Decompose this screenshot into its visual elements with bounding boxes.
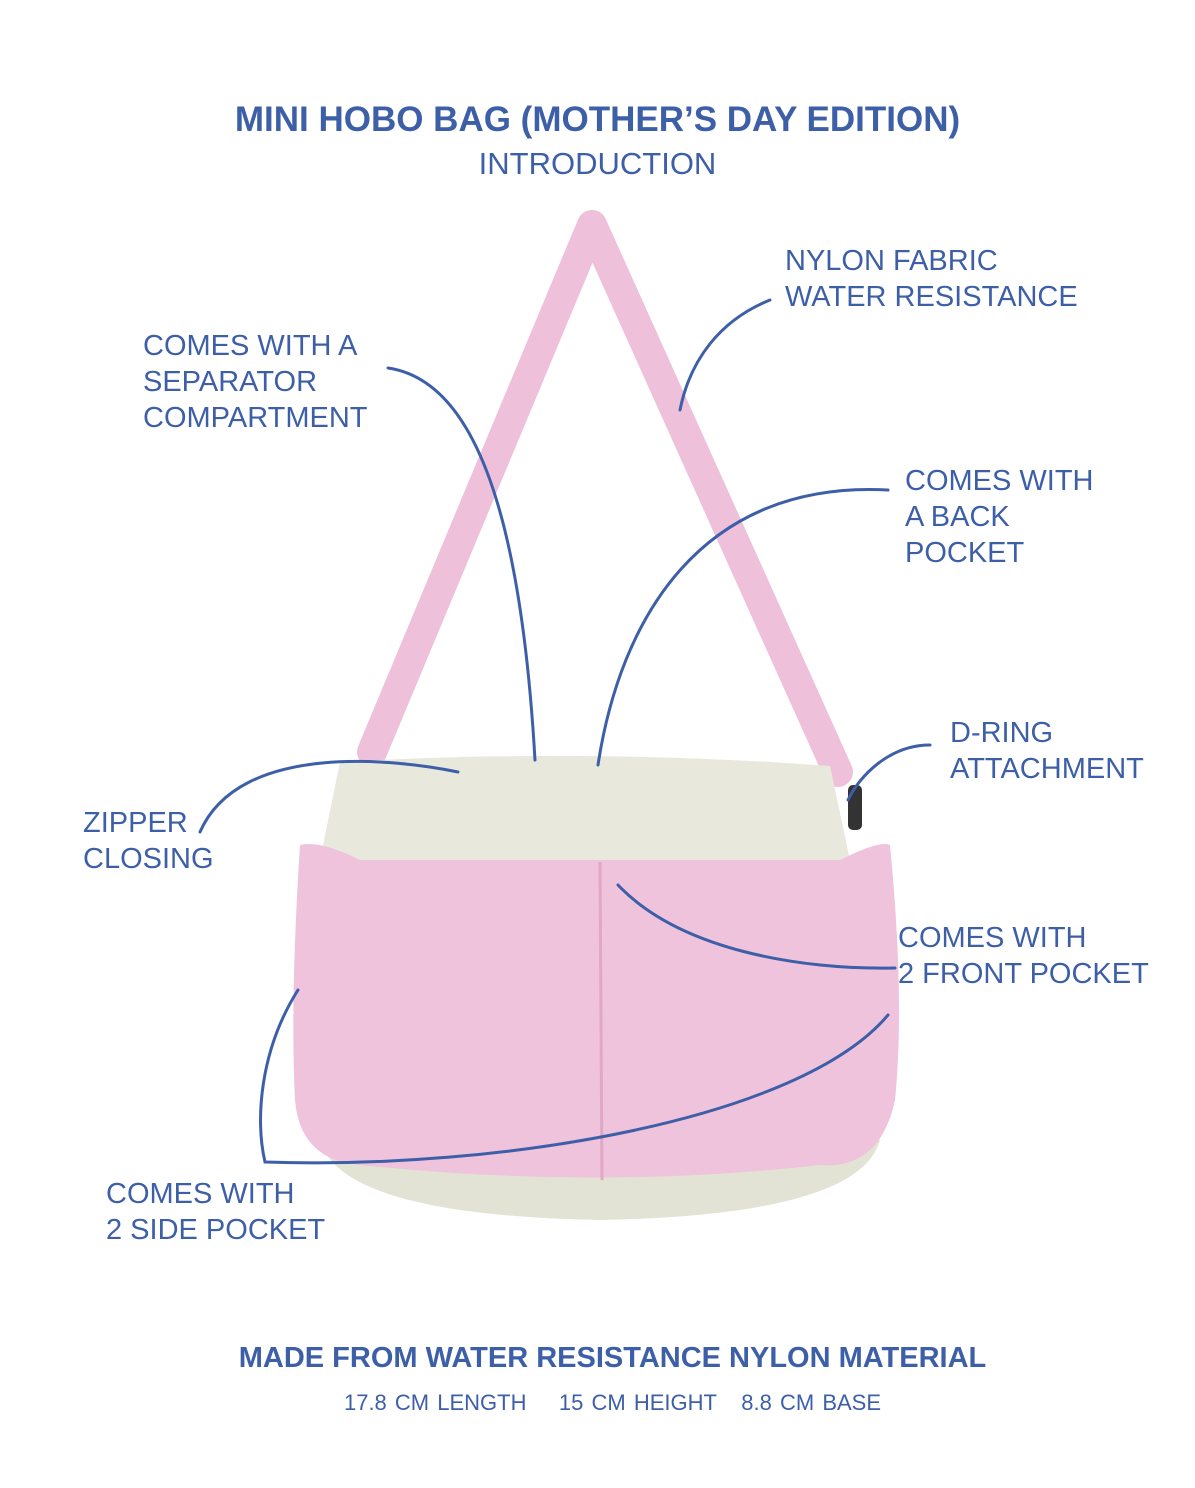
callout-line: CLOSING bbox=[83, 843, 214, 875]
callout-side-pocket: COMES WITH 2 SIDE POCKET bbox=[106, 1176, 325, 1248]
callout-line: 2 FRONT POCKET bbox=[898, 958, 1149, 990]
callout-line: SEPARATOR bbox=[143, 366, 318, 398]
callout-line: 2 SIDE POCKET bbox=[106, 1214, 326, 1246]
callout-line: ZIPPER bbox=[83, 807, 188, 839]
dimension-length: 17.8 CM LENGTH bbox=[343, 1390, 527, 1415]
material-statement: MADE FROM WATER RESISTANCE NYLON MATERIA… bbox=[238, 1342, 987, 1374]
product-title: MINI HOBO BAG (MOTHER’S DAY EDITION) bbox=[234, 100, 961, 139]
product-subtitle: INTRODUCTION bbox=[478, 146, 717, 181]
bag-pocket-body bbox=[293, 844, 899, 1178]
leader-separator bbox=[386, 366, 537, 762]
callout-line: COMES WITH A bbox=[143, 330, 358, 362]
dimension-base: 8.8 CM BASE bbox=[741, 1390, 882, 1415]
leader-back-pocket bbox=[596, 488, 890, 767]
leader-d-ring bbox=[846, 743, 932, 802]
callout-line: COMPARTMENT bbox=[143, 402, 368, 434]
callout-line: COMES WITH bbox=[905, 465, 1094, 497]
leader-side-pocket bbox=[259, 988, 890, 1165]
callout-back-pocket: COMES WITH A BACK POCKET bbox=[905, 463, 1094, 571]
callout-zipper: ZIPPER CLOSING bbox=[83, 805, 214, 877]
d-ring bbox=[848, 785, 862, 830]
dimensions: 17.8 CM LENGTH 15 CM HEIGHT 8.8 CM BASE bbox=[0, 1390, 1195, 1416]
leader-front-pocket bbox=[616, 883, 897, 970]
callout-line: WATER RESISTANCE bbox=[785, 281, 1078, 313]
callout-line: ATTACHMENT bbox=[950, 753, 1144, 785]
callout-front-pocket: COMES WITH 2 FRONT POCKET bbox=[898, 920, 1149, 992]
callout-line: D-RING bbox=[950, 717, 1054, 749]
callout-line: POCKET bbox=[905, 537, 1025, 569]
callout-line: NYLON FABRIC bbox=[785, 245, 998, 277]
callout-line: COMES WITH bbox=[898, 922, 1087, 954]
callout-line: COMES WITH bbox=[106, 1178, 295, 1210]
callout-d-ring: D-RING ATTACHMENT bbox=[950, 715, 1144, 787]
dimension-height: 15 CM HEIGHT bbox=[558, 1390, 717, 1415]
callout-separator: COMES WITH A SEPARATOR COMPARTMENT bbox=[143, 328, 367, 436]
leader-zipper bbox=[198, 759, 460, 834]
bag-strap bbox=[357, 210, 853, 787]
bag-top-compartment bbox=[320, 755, 850, 860]
leader-nylon bbox=[678, 298, 772, 412]
callout-line: A BACK bbox=[905, 501, 1010, 533]
callout-nylon: NYLON FABRIC WATER RESISTANCE bbox=[785, 243, 1078, 315]
